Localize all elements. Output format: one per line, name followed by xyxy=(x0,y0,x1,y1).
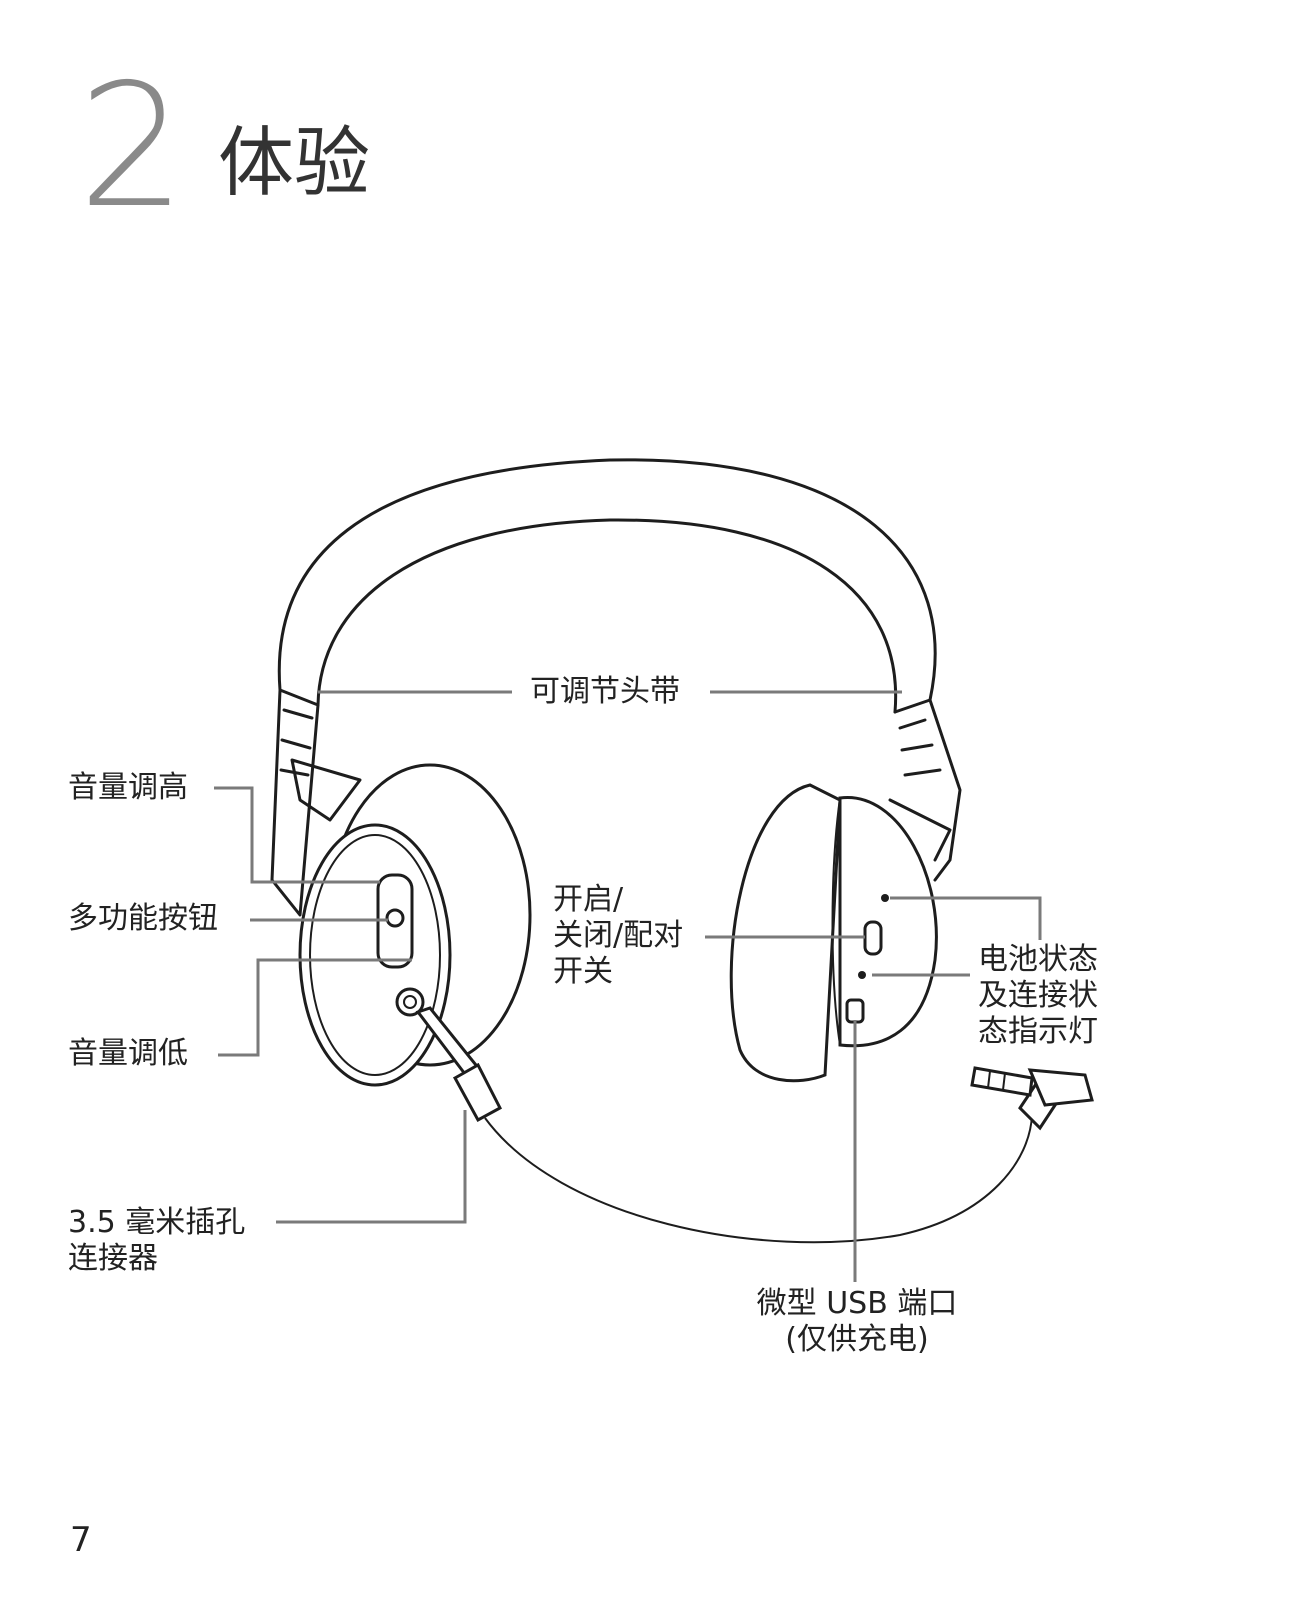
label-micro-usb: 微型 USB 端口 (仅供充电) xyxy=(756,1286,958,1357)
label-multifunction-button: 多功能按钮 xyxy=(68,901,218,936)
cable-plug-left xyxy=(415,1006,503,1123)
audio-cable xyxy=(484,1114,1033,1244)
headband xyxy=(270,458,962,917)
jack-port xyxy=(395,987,425,1017)
leader-lines xyxy=(214,690,1042,1282)
multifunction-button-dot xyxy=(385,908,405,928)
chapter-number: 2 xyxy=(78,48,187,246)
cable-plug-right xyxy=(970,1066,1094,1131)
power-switch xyxy=(863,920,883,956)
right-earcup xyxy=(729,783,938,1083)
left-earcup xyxy=(298,763,532,1087)
label-volume-up: 音量调高 xyxy=(68,770,188,805)
page-number: 7 xyxy=(70,1520,92,1560)
status-led xyxy=(881,894,889,902)
label-jack-connector: 3.5 毫米插孔 连接器 xyxy=(68,1205,246,1276)
chapter-title: 体验 xyxy=(218,118,370,207)
label-volume-down: 音量调低 xyxy=(68,1036,188,1071)
usb-port xyxy=(845,998,865,1024)
status-led-lower xyxy=(858,971,866,979)
label-status-indicator: 电池状态 及连接状 态指示灯 xyxy=(978,942,1098,1049)
label-power-switch: 开启/ 关闭/配对 开关 xyxy=(553,882,684,989)
label-adjustable-headband: 可调节头带 xyxy=(530,674,680,709)
